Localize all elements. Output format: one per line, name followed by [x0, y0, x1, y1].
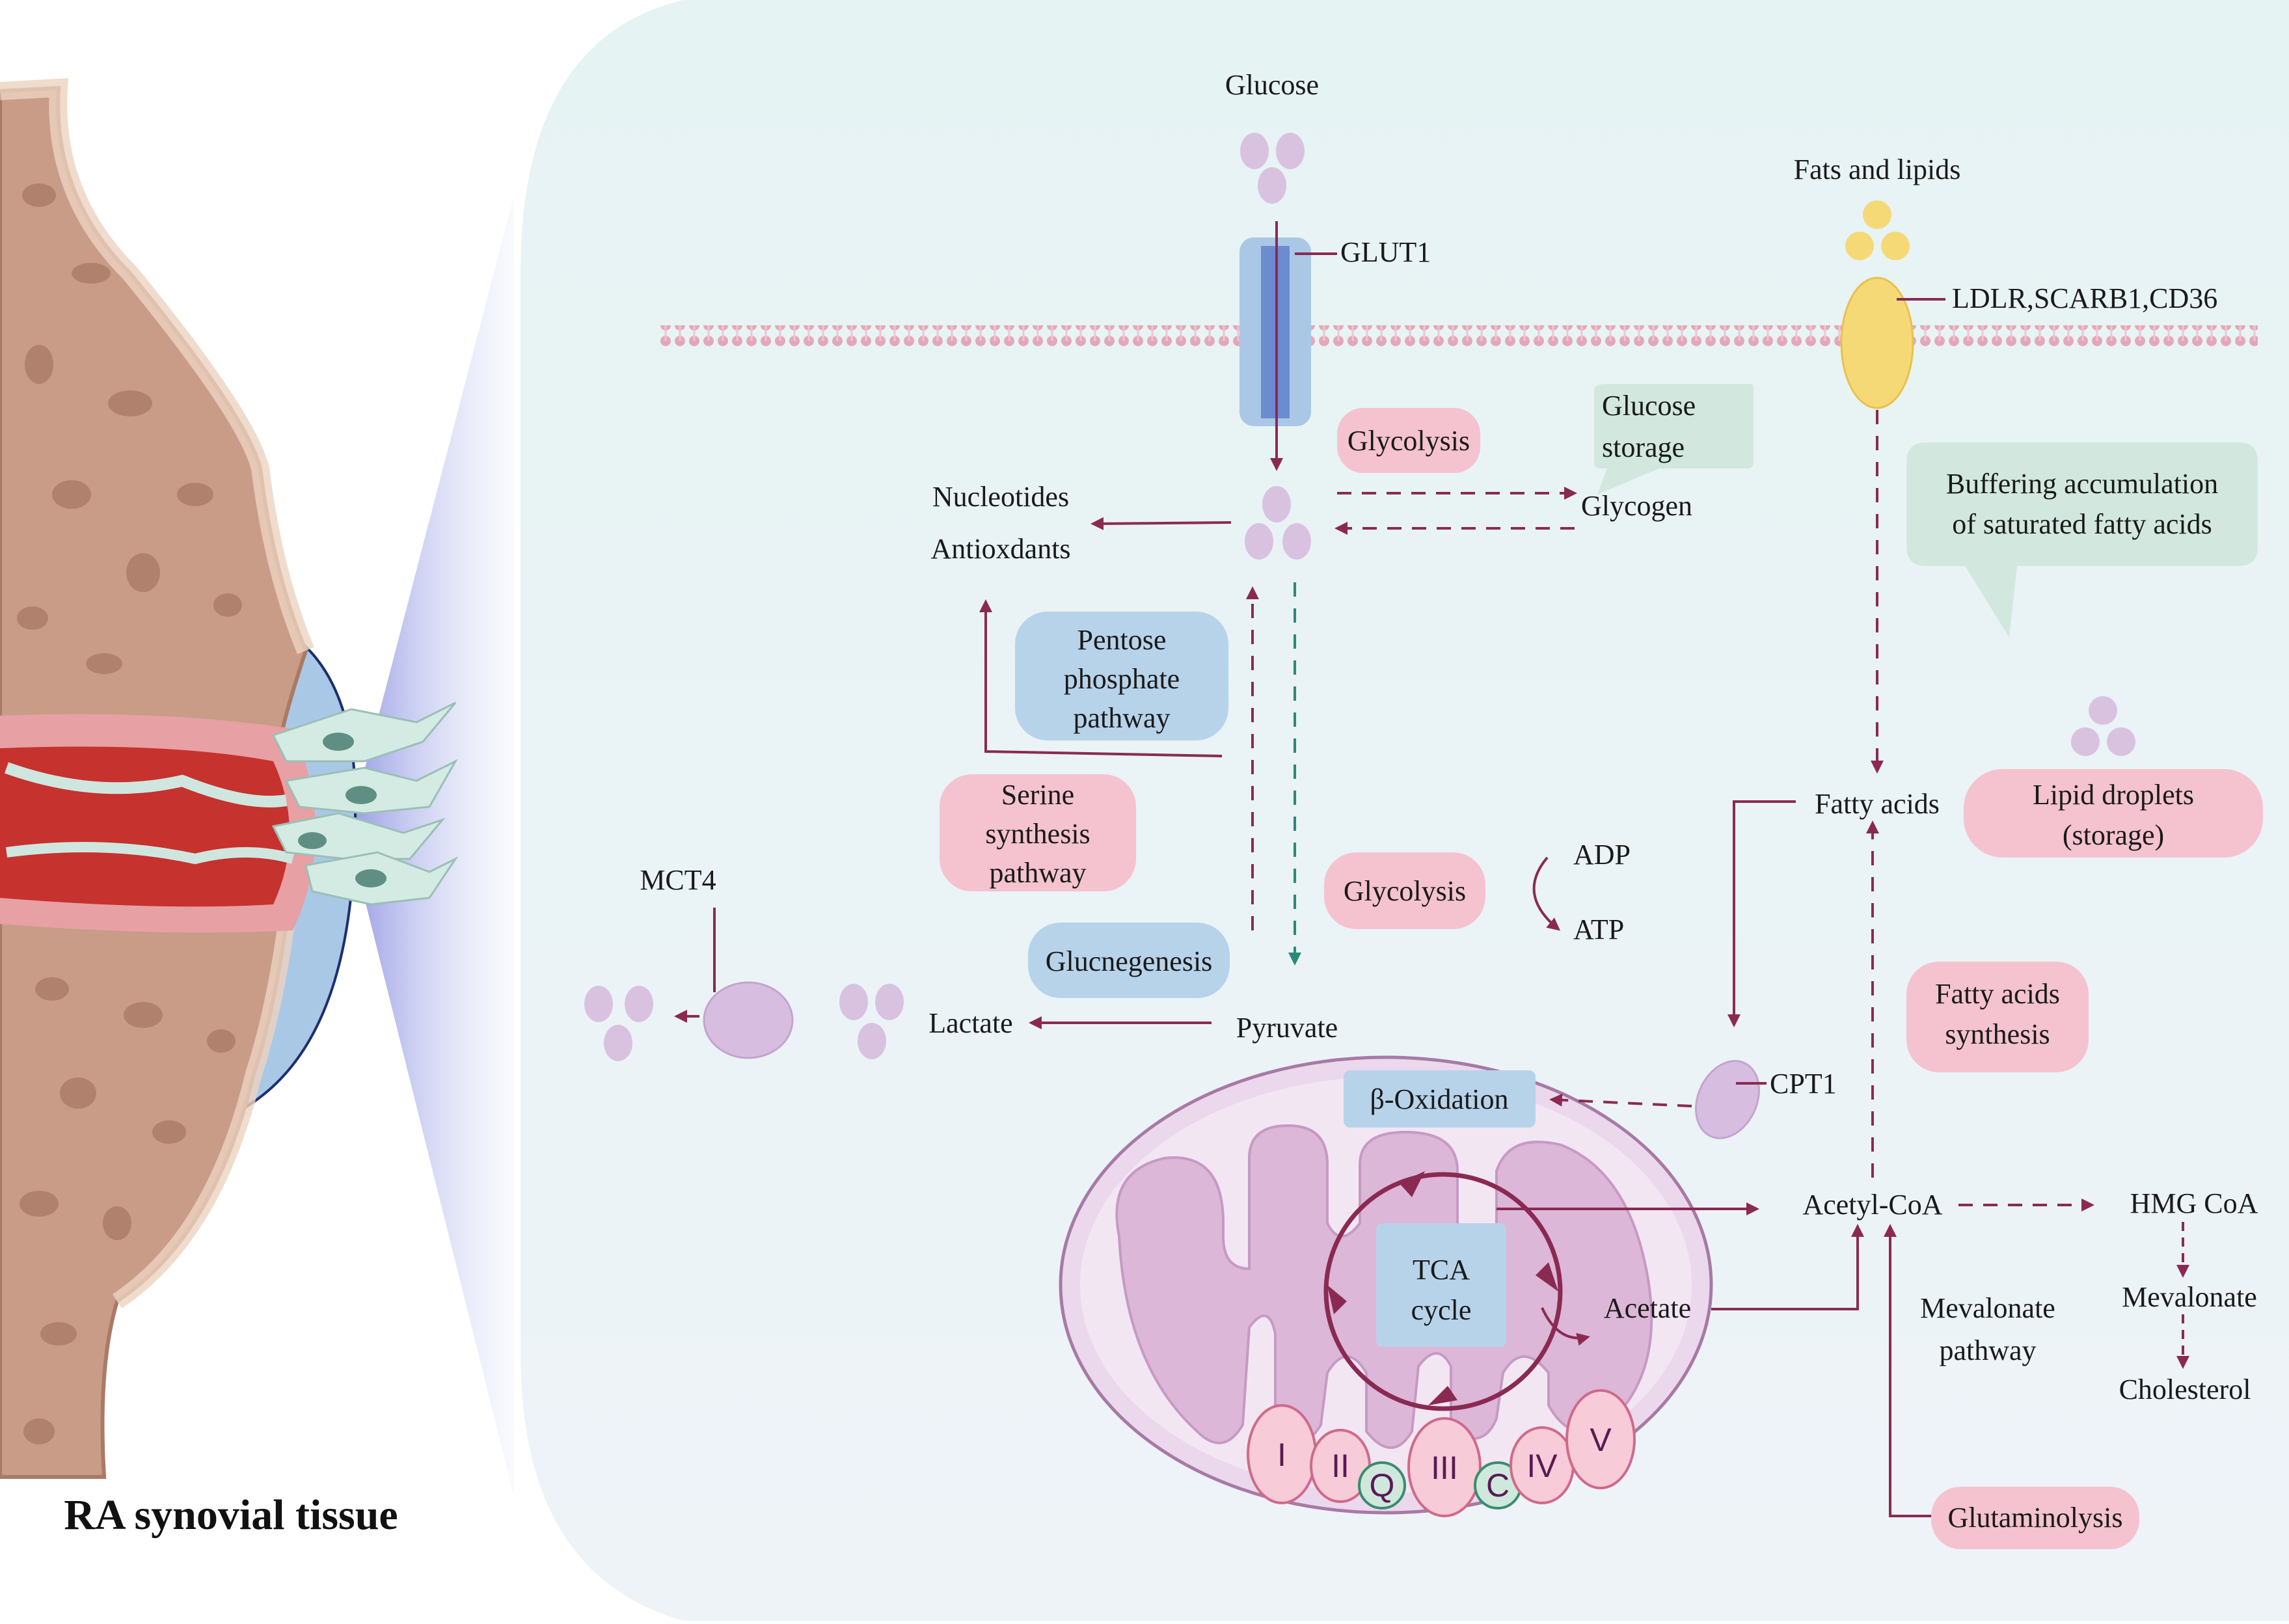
nucleotides-label: Nucleotides — [932, 481, 1069, 513]
mct4-label: MCT4 — [640, 864, 716, 896]
lipid-molecules — [1845, 200, 1910, 260]
lipid-droplets-text-1: Lipid droplets — [2033, 779, 2194, 811]
mct4-transporter — [703, 981, 794, 1059]
tca-text-2: cycle — [1411, 1294, 1472, 1326]
ppp-to-antioxidants-arrow — [979, 599, 1223, 757]
acetate-label: Acetate — [1604, 1292, 1691, 1324]
ubiquinone — [1358, 1461, 1406, 1509]
lactate-molecules — [839, 984, 904, 1059]
complex-v-label: V — [1590, 1422, 1612, 1458]
complex-iii — [1407, 1417, 1482, 1517]
serine-box — [940, 774, 1136, 891]
fatty-acids-to-cpt1-arrow — [1727, 800, 1796, 1027]
etc-complexes: I II Q III C IV V — [1247, 1389, 1636, 1517]
lactate-label: Lactate — [928, 1007, 1012, 1039]
cpt1-label: CPT1 — [1770, 1068, 1837, 1100]
glucose-to-nucleotides-arrow — [1090, 517, 1232, 530]
exported-lactate — [584, 986, 653, 1061]
receptors-label: LDLR,SCARB1,CD36 — [1952, 282, 2217, 314]
lipid-droplets-text-2: (storage) — [2063, 819, 2164, 851]
adp-atp-arrow — [1532, 856, 1561, 931]
fatty-acids-label: Fatty acids — [1815, 788, 1940, 820]
tca-box — [1376, 1223, 1506, 1347]
glycolysis-mid-box — [1324, 852, 1485, 929]
complex-i-label: I — [1277, 1437, 1286, 1473]
ppp-text-3: pathway — [1073, 702, 1170, 734]
atp-label: ATP — [1573, 914, 1624, 945]
serine-text-3: pathway — [989, 857, 1086, 889]
acetate-to-acetyl-coa-arrow — [1711, 1224, 1864, 1310]
mevalonate-pathway-label-1: Mevalonate — [1920, 1292, 2055, 1324]
buffering-text-1: Buffering accumulation — [1946, 468, 2218, 500]
buffering-text-2: of saturated fatty acids — [1952, 508, 2212, 540]
lipid-droplets-box — [1964, 769, 2263, 858]
acetyl-coa-label: Acetyl-CoA — [1802, 1189, 1942, 1221]
glucose-molecules — [1240, 133, 1305, 204]
antioxidants-label: Antioxdants — [930, 533, 1070, 565]
pyruvate-label: Pyruvate — [1236, 1012, 1338, 1044]
complex-ii-label: II — [1331, 1448, 1349, 1484]
glycolysis-top-text: Glycolysis — [1348, 425, 1470, 457]
beta-oxidation-box — [1344, 1070, 1536, 1128]
zoom-cone — [348, 195, 514, 1496]
intracellular-glucose — [1245, 486, 1311, 560]
complex-iv-label: IV — [1526, 1448, 1558, 1484]
glucose-storage-text-1: Glucose — [1602, 390, 1696, 422]
serine-text-2: synthesis — [985, 818, 1090, 850]
glycolysis-top-box — [1337, 408, 1480, 473]
gluconeogenesis-box — [1028, 923, 1230, 998]
tca-to-acetate-arrow — [1541, 1307, 1590, 1346]
gluconeogenesis-text: Glucnegenesis — [1046, 945, 1213, 977]
cell-panel — [521, 0, 2289, 1621]
glycolysis-mid-text: Glycolysis — [1344, 875, 1466, 907]
glucose-label: Glucose — [1225, 69, 1319, 101]
cholesterol-label: Cholesterol — [2119, 1374, 2251, 1405]
glycogen-label: Glycogen — [1581, 490, 1692, 522]
glucose-storage-bubble — [1594, 384, 1754, 494]
tissue-title: RA synovial tissue — [64, 1491, 398, 1539]
glutaminolysis-text: Glutaminolysis — [1948, 1502, 2123, 1534]
buffering-bubble — [1906, 442, 2258, 638]
glutaminolysis-box — [1931, 1487, 2139, 1549]
complex-v — [1565, 1389, 1636, 1489]
tca-cycle-ring — [1323, 1171, 1563, 1411]
adp-label: ADP — [1573, 839, 1631, 871]
mevalonate-pathway-label-2: pathway — [1939, 1334, 2036, 1366]
fas-box — [1906, 962, 2089, 1072]
mevalonate-label: Mevalonate — [2122, 1281, 2257, 1313]
cpt1-transporter — [1695, 1060, 1760, 1139]
lipid-receptor — [1840, 277, 1945, 409]
fats-lipids-label: Fats and lipids — [1794, 154, 1961, 185]
cytochrome-c-label: C — [1486, 1467, 1510, 1504]
glucose-storage-text-2: storage — [1602, 431, 1685, 463]
complex-iii-label: III — [1431, 1450, 1458, 1486]
hmg-coa-label: HMG CoA — [2130, 1187, 2258, 1219]
fas-text-2: synthesis — [1945, 1018, 2050, 1050]
ubiquinone-label: Q — [1370, 1467, 1395, 1504]
glutaminolysis-to-acetyl-coa-arrow — [1884, 1224, 1931, 1517]
ppp-text-2: phosphate — [1064, 663, 1180, 695]
beta-oxidation-text: β-Oxidation — [1370, 1083, 1508, 1115]
ppp-box — [1015, 612, 1228, 740]
serine-text-1: Serine — [1001, 779, 1074, 811]
fas-text-1: Fatty acids — [1935, 978, 2060, 1010]
glut1-label: GLUT1 — [1340, 236, 1431, 268]
lipid-droplet-dots — [2071, 696, 2135, 756]
ppp-text-1: Pentose — [1077, 624, 1167, 656]
cell-membrane — [657, 325, 2258, 361]
joint-illustration — [0, 78, 459, 1479]
tca-text-1: TCA — [1413, 1254, 1470, 1286]
